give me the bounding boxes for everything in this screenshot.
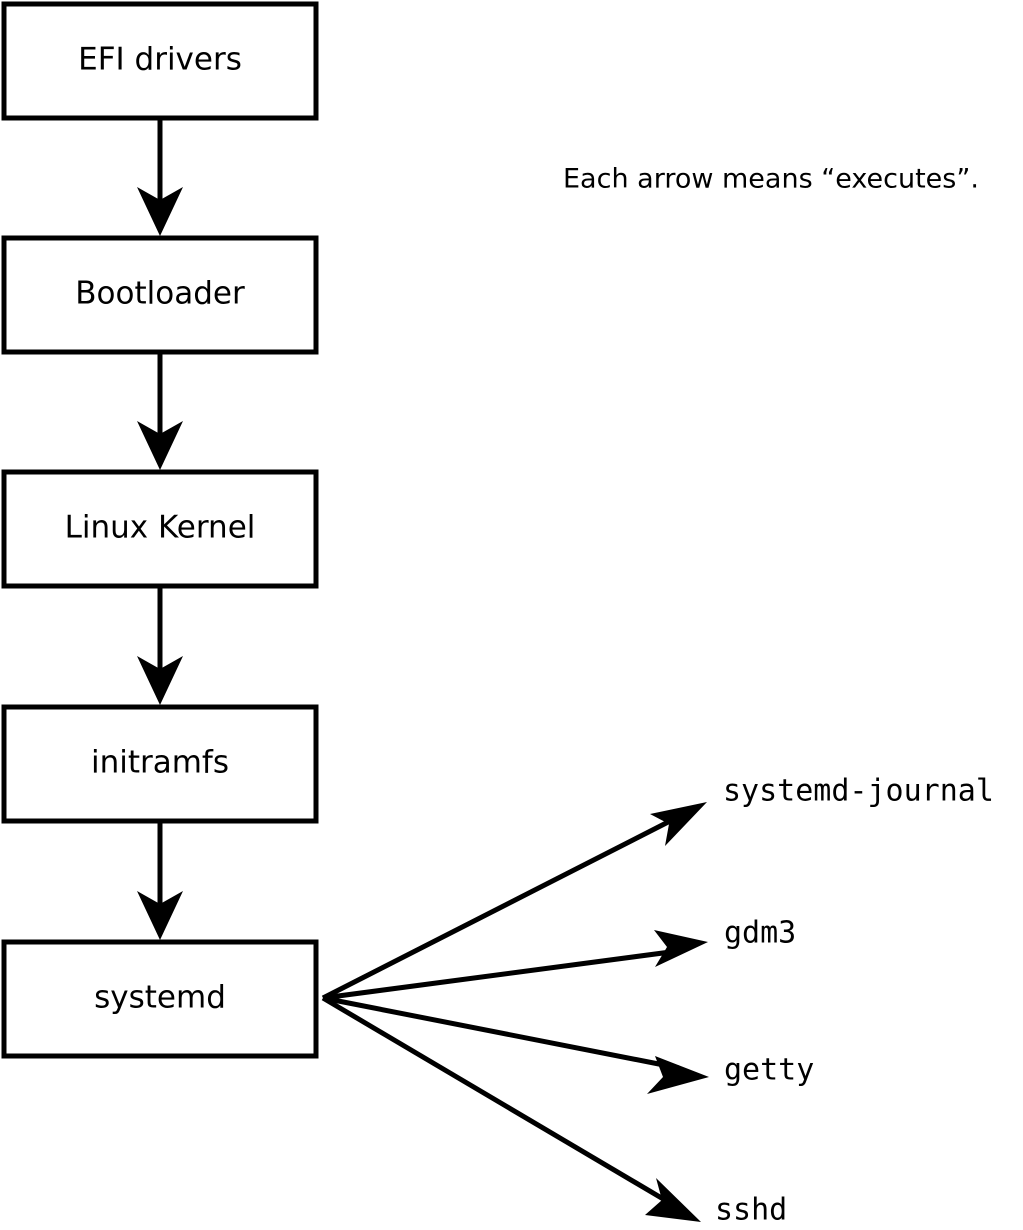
box-label-systemd: systemd [94, 980, 226, 1016]
fan-arrow-getty [322, 995, 709, 1094]
box-label-initramfs: initramfs [91, 745, 229, 781]
box-linux-kernel[interactable]: Linux Kernel [1, 469, 319, 589]
chain-arrow-kernel-to-initramfs [137, 588, 183, 705]
chain-arrow-efi-to-bootloader [137, 118, 183, 236]
box-initramfs[interactable]: initramfs [1, 704, 319, 824]
service-label-getty: getty [724, 1053, 814, 1088]
box-label-bootloader: Bootloader [75, 276, 245, 312]
fan-arrow-systemd-journal [321, 802, 707, 1001]
fan-arrow-gdm3 [322, 930, 708, 1001]
box-label-linux-kernel: Linux Kernel [65, 510, 256, 546]
service-label-gdm3: gdm3 [724, 916, 796, 951]
box-bootloader[interactable]: Bootloader [1, 235, 319, 355]
box-label-efi-drivers: EFI drivers [78, 42, 242, 78]
chain-arrow-initramfs-to-systemd [137, 822, 183, 940]
box-systemd[interactable]: systemd [1, 939, 319, 1059]
diagram-caption: Each arrow means “executes”. [563, 164, 979, 195]
chain-arrow-bootloader-to-kernel [137, 352, 183, 470]
fan-arrow-sshd [321, 995, 701, 1222]
service-label-sshd: sshd [715, 1193, 787, 1228]
service-label-systemd-journal: systemd-journal [723, 774, 994, 809]
box-efi-drivers[interactable]: EFI drivers [1, 1, 319, 121]
